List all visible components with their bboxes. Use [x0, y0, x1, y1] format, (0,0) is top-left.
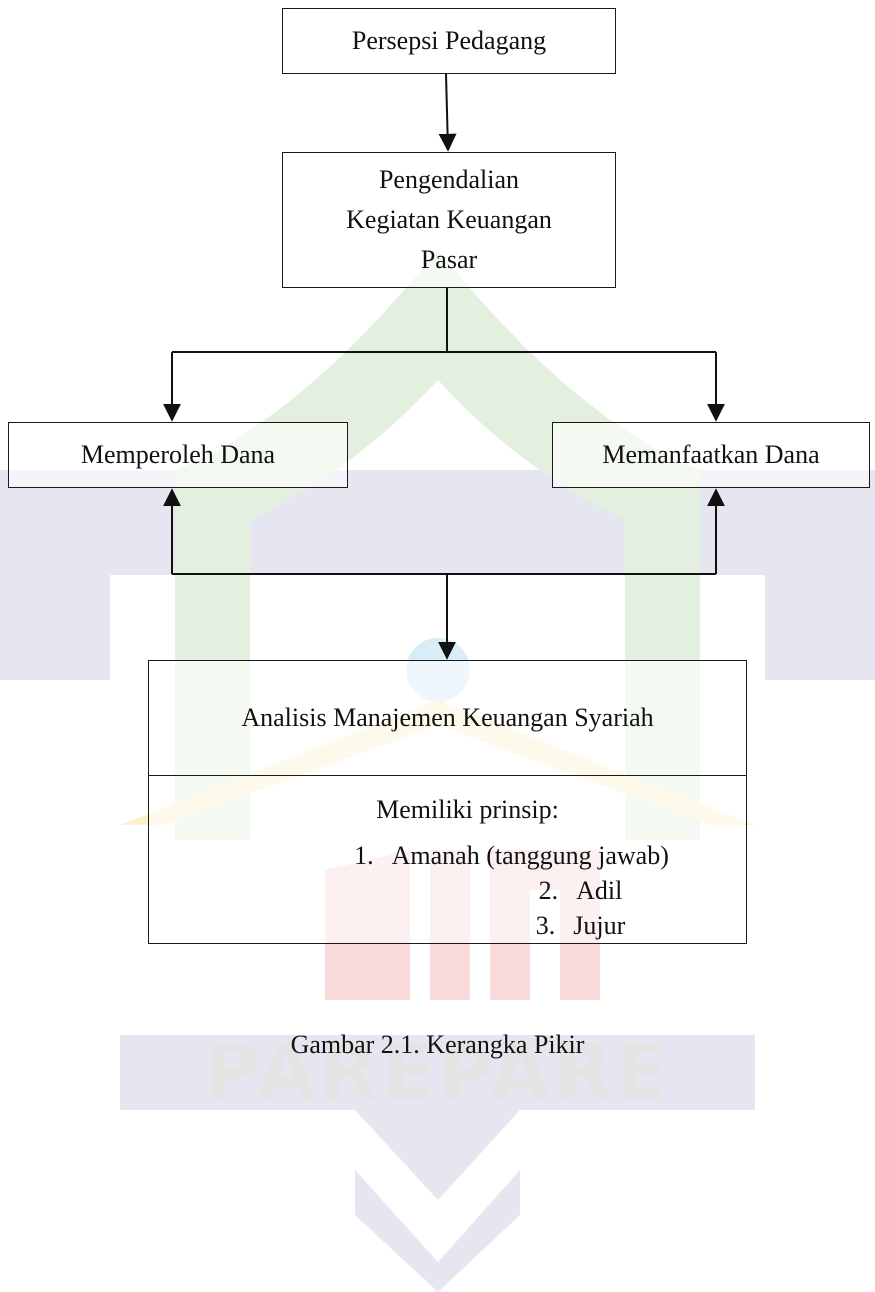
node-pengendalian-line-2: Kegiatan Keuangan [346, 204, 552, 234]
prinsip-heading: Memiliki prinsip: [376, 795, 559, 824]
node-analisis-header: Analisis Manajemen Keuangan Syariah [148, 660, 747, 776]
prinsip-item: 3. Jujur [149, 908, 746, 943]
node-memperoleh-label: Memperoleh Dana [80, 439, 276, 469]
node-pengendalian-line-3: Pasar [420, 245, 478, 275]
prinsip-list: 1. Amanah (tanggung jawab) 2. Adil 3. Jujur [149, 838, 746, 943]
prinsip-item: 2. Adil [149, 873, 746, 908]
prinsip-item: 1. Amanah (tanggung jawab) [149, 838, 746, 873]
prinsip-item-text: Adil [576, 876, 623, 906]
node-analisis-label: Analisis Manajemen Keuangan Syariah [241, 702, 654, 732]
node-pengendalian: Pengendalian Kegiatan Keuangan Pasar [282, 152, 616, 288]
node-memperoleh-dana: Memperoleh Dana [8, 422, 348, 488]
watermark-book-bottom [120, 1035, 755, 1200]
watermark-dome [175, 250, 700, 840]
prinsip-item-number: 2. [538, 876, 559, 906]
prinsip-item-number: 1. [354, 841, 374, 871]
node-prinsip-body: Memiliki prinsip: 1. Amanah (tanggung jaw… [148, 775, 747, 944]
node-persepsi-label: Persepsi Pedagang [351, 25, 547, 55]
prinsip-item-number: 3. [535, 911, 556, 941]
prinsip-item-text: Jujur [573, 911, 626, 941]
figure-caption: Gambar 2.1. Kerangka Pikir [290, 1030, 585, 1059]
watermark-text: PAREPARE [204, 1027, 672, 1116]
node-pengendalian-label: Pengendalian Kegiatan Keuangan Pasar [346, 160, 552, 281]
node-pengendalian-line-1: Pengendalian [378, 164, 520, 194]
node-persepsi-pedagang: Persepsi Pedagang [282, 8, 616, 74]
prinsip-item-text: Amanah (tanggung jawab) [391, 841, 669, 871]
arrow-persepsi-to-pengendalian [438, 73, 457, 152]
watermark-book-tail [355, 1170, 520, 1292]
node-memanfaatkan-dana: Memanfaatkan Dana [552, 422, 870, 488]
node-memanfaatkan-label: Memanfaatkan Dana [602, 439, 820, 469]
